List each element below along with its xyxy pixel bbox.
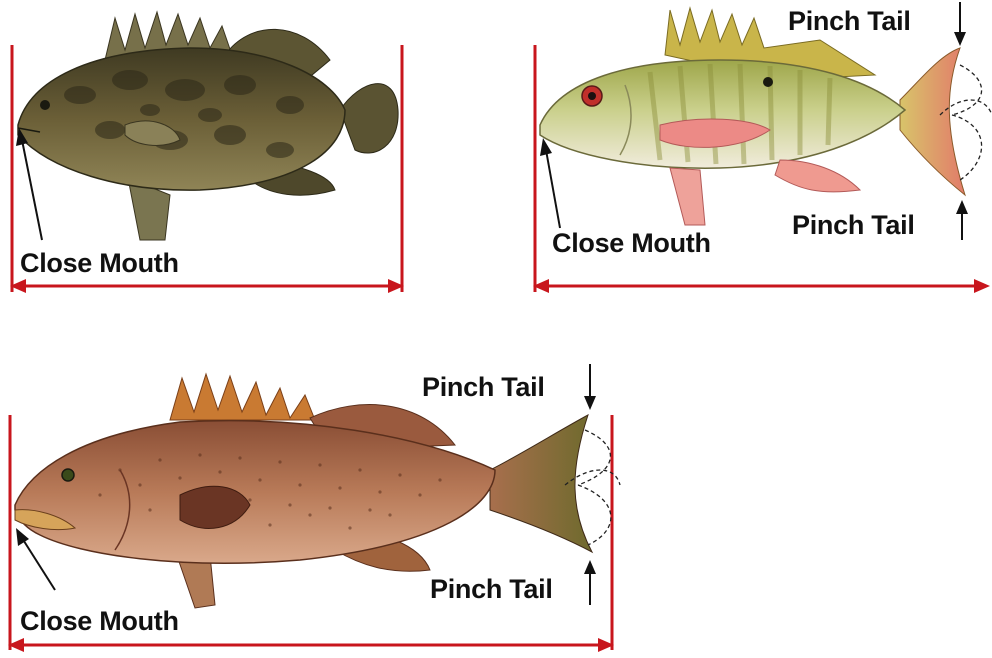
pinch-tail-bottom-label: Pinch Tail [430,574,553,605]
mutton-snapper-fish [540,8,992,225]
tail-top-pointer-arrow [954,2,966,46]
tripletail-fish [18,12,398,240]
panel-tripletail: Close Mouth [0,0,420,310]
panel-red-grouper: Close Mouth Pinch Tail Pinch Tail [0,360,630,658]
pinch-tail-bottom-label: Pinch Tail [792,210,915,241]
pinch-tail-top-label: Pinch Tail [422,372,545,403]
pinch-tail-top-label: Pinch Tail [788,6,911,37]
tail-bottom-pointer-arrow [584,560,596,605]
mutton-snapper-illustration [520,0,992,310]
panel-mutton-snapper: Close Mouth Pinch Tail Pinch Tail [520,0,992,310]
close-mouth-label: Close Mouth [20,606,179,637]
tail-top-pointer-arrow [584,364,596,410]
mouth-pointer-arrow [540,138,560,228]
red-grouper-fish [15,374,620,608]
tail-bottom-pointer-arrow [956,200,968,240]
close-mouth-label: Close Mouth [552,228,711,259]
close-mouth-label: Close Mouth [20,248,179,279]
